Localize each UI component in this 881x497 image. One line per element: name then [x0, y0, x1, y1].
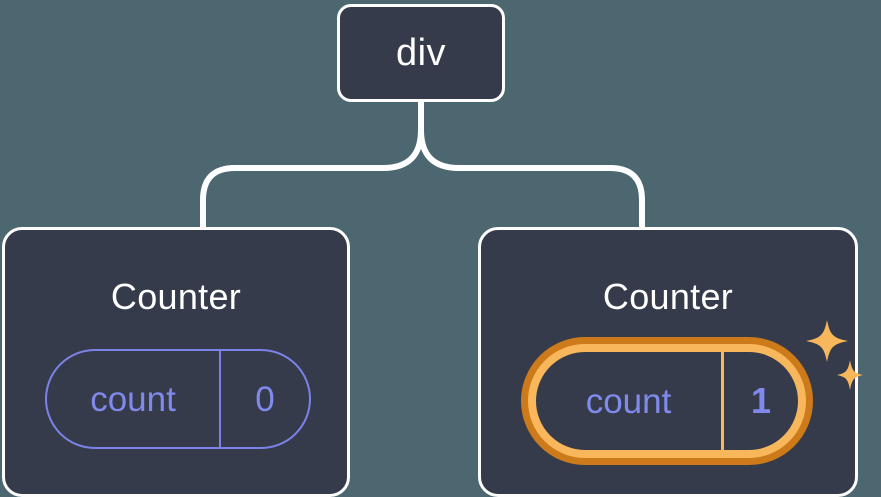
- node-div-label: div: [395, 32, 447, 74]
- state-pill-count-left[interactable]: count 0: [45, 349, 311, 449]
- state-value-label: 1: [750, 380, 772, 421]
- node-counter-right[interactable]: Counter count 1: [478, 227, 863, 497]
- connector-to-left-counter: [200, 99, 424, 232]
- node-div[interactable]: div: [337, 4, 505, 102]
- counter-left-title: Counter: [110, 276, 242, 317]
- state-key-label: count: [47, 351, 221, 447]
- state-value-label: 0: [255, 379, 275, 419]
- connector-to-right-counter: [418, 99, 645, 232]
- counter-right-title: Counter: [602, 276, 734, 317]
- highlight-inner-ring: count 1: [528, 344, 806, 458]
- state-key-label: count: [536, 352, 724, 450]
- state-pill-count-right-highlighted[interactable]: count 1: [521, 337, 813, 465]
- node-counter-left[interactable]: Counter count 0: [2, 227, 350, 497]
